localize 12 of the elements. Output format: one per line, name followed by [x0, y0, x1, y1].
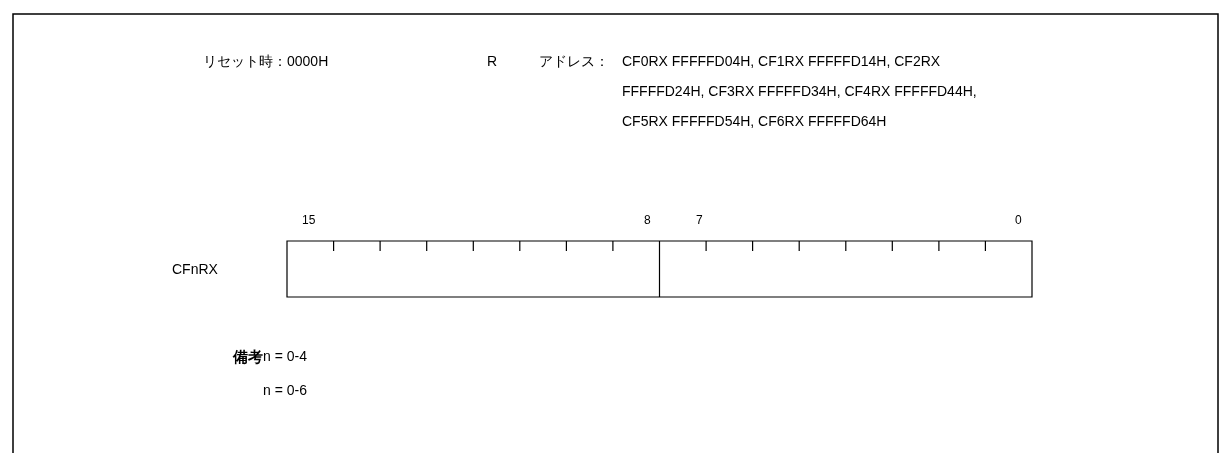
note-text: n = 0-6	[263, 382, 307, 398]
reset-value-text: リセット時：0000H	[203, 53, 329, 71]
note-heading: 備考	[233, 348, 263, 367]
note-text: n = 0-4	[263, 348, 307, 364]
bit-number: 0	[1015, 213, 1022, 227]
address-text: CF0RX FFFFFD04H, CF1RX FFFFFD14H, CF2RX FFFFFD24H, CF3RX FFFFFD34H, CF4RX FFFFFD44H, CF5RX FFFFFD54H, CF6RX FFFFFD64H	[622, 52, 978, 131]
bit-number: 15	[302, 213, 316, 227]
access-type-text: R	[487, 53, 498, 69]
address-label: アドレス：	[539, 53, 609, 71]
bit-number: 8	[644, 213, 651, 227]
register-name: CFnRX	[172, 261, 218, 277]
bit-number: 7	[696, 213, 703, 227]
